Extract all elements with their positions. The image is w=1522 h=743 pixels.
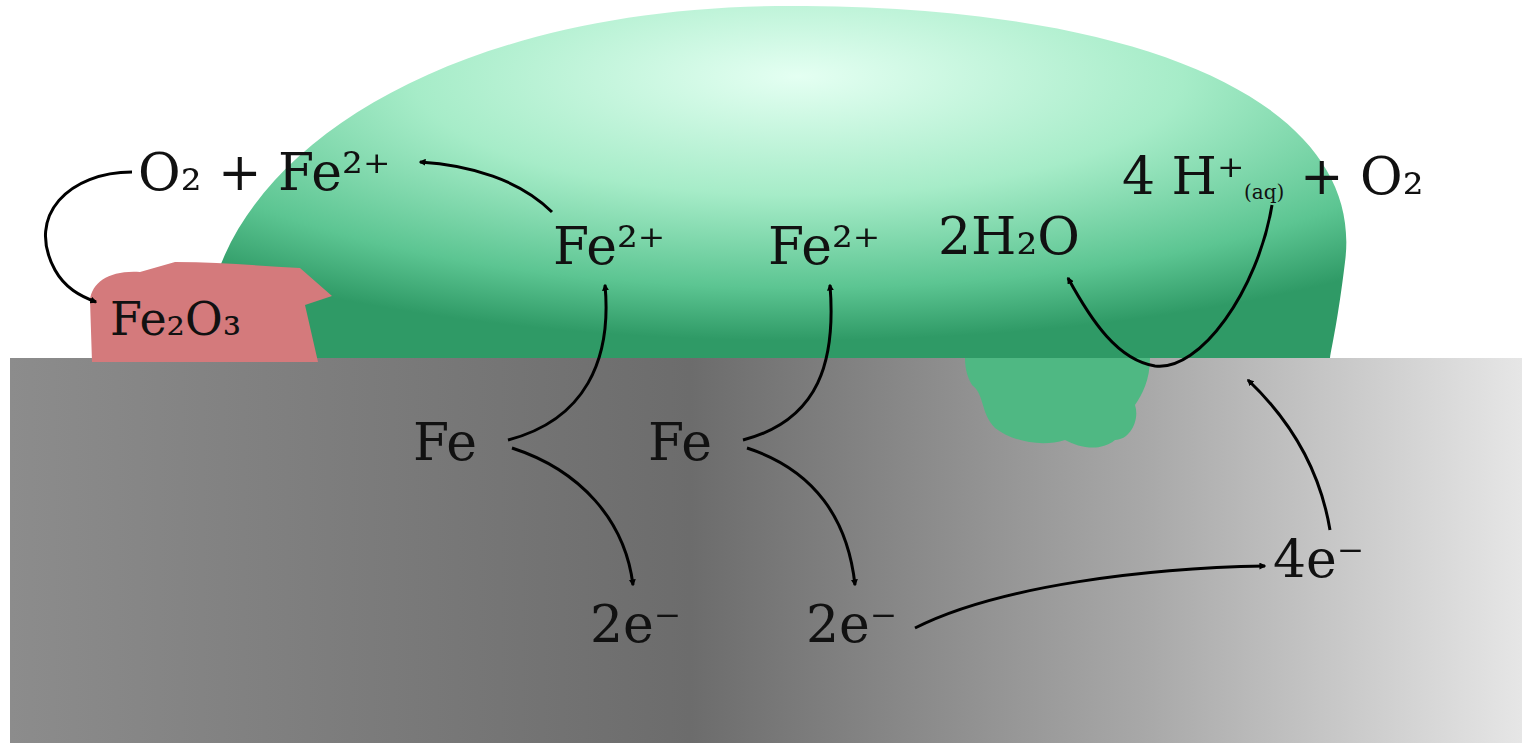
reaction-product: 2H₂O (938, 210, 1080, 262)
electron-label: 2e⁻ (590, 598, 681, 650)
metal-atom: Fe (648, 416, 712, 468)
electron-flow-arrow (915, 566, 1265, 628)
reaction-species: O₂ + Fe²⁺ (138, 146, 390, 198)
iron-metal (10, 358, 1522, 743)
reaction-arrow (508, 285, 606, 440)
reaction-arrow (512, 448, 633, 585)
electron-flow-arrow (1248, 380, 1330, 530)
metal-atom: Fe (413, 416, 477, 468)
reaction-species: + O₂ (1300, 150, 1424, 202)
reaction-arrow (1068, 205, 1272, 366)
state-symbol: (aq) (1244, 182, 1284, 202)
reaction-arrow (45, 172, 132, 302)
electron-label: 2e⁻ (806, 598, 897, 650)
reaction-arrow (743, 285, 831, 440)
rust-deposit (90, 262, 332, 362)
corrosion-pit (965, 358, 1150, 448)
rust-formula: Fe₂O₃ (110, 296, 241, 342)
reaction-species: 4 H⁺ (1122, 150, 1244, 202)
ion-label: Fe²⁺ (768, 220, 880, 272)
electron-label: 4e⁻ (1273, 533, 1364, 585)
reaction-arrow (747, 448, 855, 585)
reaction-arrow (420, 162, 552, 212)
ion-label: Fe²⁺ (553, 220, 665, 272)
